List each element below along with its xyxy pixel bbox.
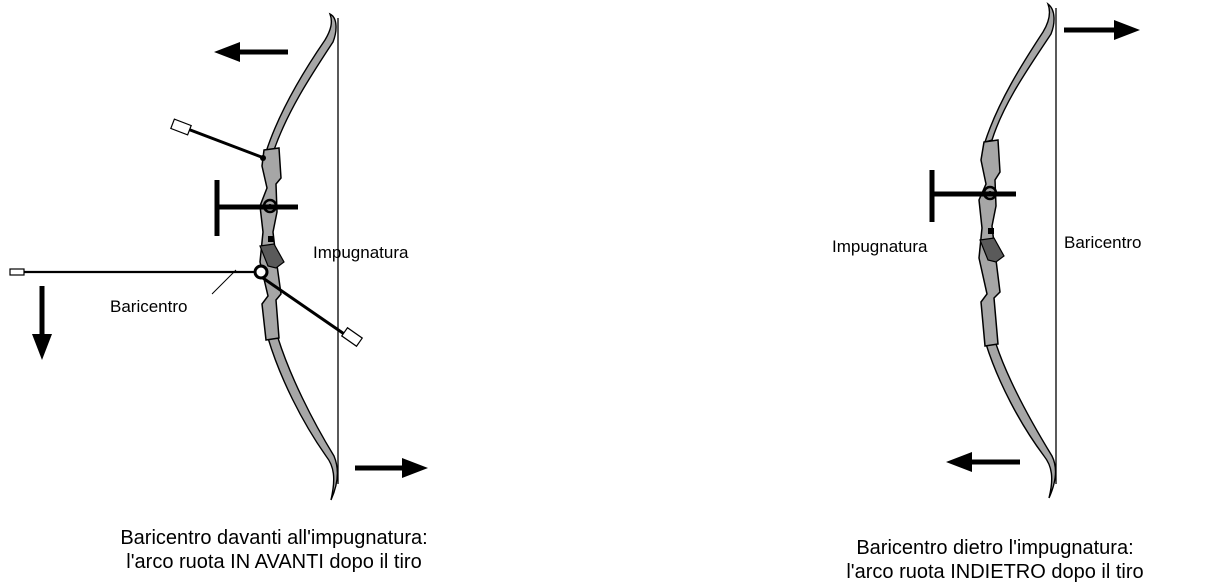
caption-right-line1: Baricentro dietro l'impugnatura: bbox=[856, 537, 1134, 559]
long-rod-icon bbox=[9, 268, 262, 276]
label-impugnatura-right: Impugnatura bbox=[832, 237, 928, 256]
arrow-right-top-icon bbox=[1064, 20, 1140, 40]
caption-left: Baricentro davanti all'impugnatura: l'ar… bbox=[64, 526, 484, 574]
label-baricentro-left: Baricentro bbox=[110, 297, 187, 316]
sight-icon bbox=[214, 180, 298, 236]
sight-icon bbox=[929, 170, 1016, 222]
caption-left-line1: Baricentro davanti all'impugnatura: bbox=[120, 527, 428, 549]
rest-plate bbox=[988, 228, 994, 234]
label-baricentro-right: Baricentro bbox=[1064, 233, 1141, 252]
lower-stabilizer-icon bbox=[259, 274, 364, 348]
arrow-left-bottom-icon bbox=[946, 452, 1020, 472]
rest-plate bbox=[268, 236, 274, 242]
caption-right-line2: l'arco ruota INDIETRO dopo il tiro bbox=[846, 561, 1144, 583]
caption-left-line2: l'arco ruota IN AVANTI dopo il tiro bbox=[126, 551, 422, 573]
grip-icon bbox=[259, 243, 285, 269]
arrow-right-bottom-icon bbox=[355, 458, 428, 478]
right-diagram: Impugnatura Baricentro bbox=[832, 1, 1141, 499]
center-of-gravity-marker bbox=[253, 264, 269, 280]
left-diagram: Impugnatura Baricentro bbox=[9, 12, 428, 501]
upper-stabilizer-icon bbox=[170, 118, 266, 161]
arrow-left-top-icon bbox=[214, 42, 288, 62]
label-impugnatura-left: Impugnatura bbox=[313, 243, 409, 262]
arrow-down-icon bbox=[32, 286, 52, 360]
baricentro-leader-line bbox=[211, 269, 237, 295]
caption-right: Baricentro dietro l'impugnatura: l'arco … bbox=[785, 536, 1205, 584]
grip-icon bbox=[979, 237, 1005, 263]
